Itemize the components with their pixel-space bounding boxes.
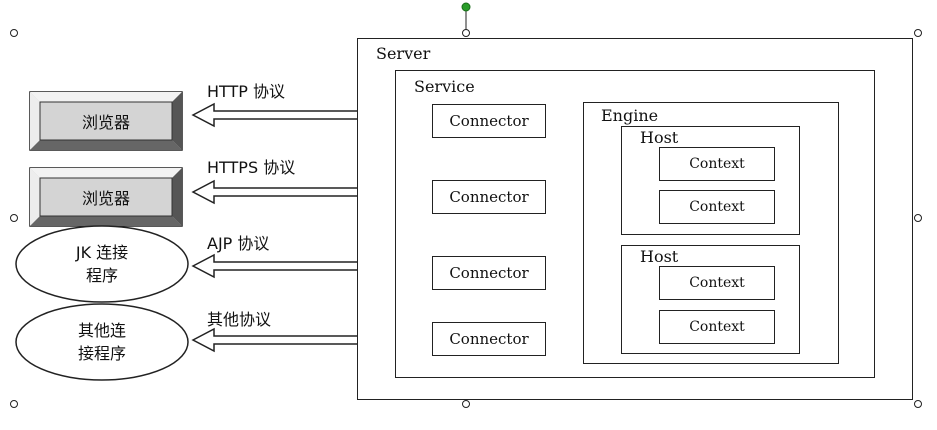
other-connector-line1: 其他连	[77, 320, 126, 340]
browser-button-1-shape	[29, 91, 183, 151]
resize-handle-right[interactable]	[914, 214, 922, 222]
protocol-label-ajp: AJP 协议	[207, 234, 270, 253]
host-1-label: Host	[640, 128, 679, 147]
other-connector-oval	[15, 303, 189, 381]
resize-handle-bottom[interactable]	[462, 400, 470, 408]
context-box: Context	[659, 190, 775, 224]
other-connector-line2: 接程序	[77, 344, 126, 363]
resize-handle-left[interactable]	[10, 214, 18, 222]
jk-connector-oval	[15, 225, 189, 303]
other-connector-client: 其他连 接程序	[16, 304, 188, 380]
resize-handle-top-left[interactable]	[10, 29, 18, 37]
rotate-handle[interactable]	[461, 2, 471, 12]
server-label: Server	[376, 44, 431, 63]
jk-connector-line1: JK 连接	[75, 242, 129, 262]
context-box: Context	[659, 310, 775, 344]
jk-connector-line2: 程序	[85, 266, 118, 285]
resize-handle-top[interactable]	[462, 29, 470, 37]
connector-box: Connector	[432, 322, 546, 356]
engine-label: Engine	[601, 106, 659, 125]
service-label: Service	[414, 77, 475, 96]
connector-box: Connector	[432, 104, 546, 138]
browser-client-label: 浏览器	[81, 189, 130, 208]
browser-button-2-shape	[29, 167, 183, 227]
host-2-label: Host	[640, 247, 679, 266]
jk-connector-client: JK 连接 程序	[16, 226, 188, 302]
connector-box: Connector	[432, 180, 546, 214]
connector-box: Connector	[432, 256, 546, 290]
context-box: Context	[659, 147, 775, 181]
browser-client-label: 浏览器	[81, 113, 130, 132]
resize-handle-bottom-left[interactable]	[10, 400, 18, 408]
protocol-label-https: HTTPS 协议	[207, 158, 296, 177]
protocol-label-other: 其他协议	[207, 310, 272, 329]
protocol-label-http: HTTP 协议	[207, 82, 286, 101]
selection-handles[interactable]	[10, 2, 922, 408]
resize-handle-top-right[interactable]	[914, 29, 922, 37]
resize-handle-bottom-right[interactable]	[914, 400, 922, 408]
context-box: Context	[659, 266, 775, 300]
